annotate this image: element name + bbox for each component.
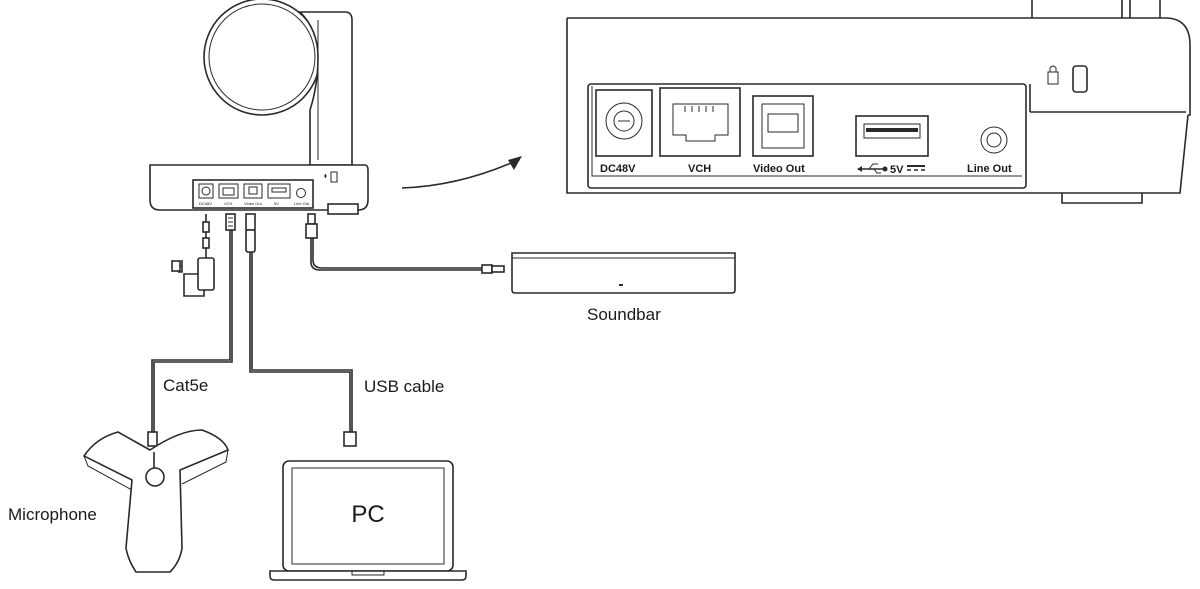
soundbar-icon [511, 252, 736, 294]
port-label-video-out: Video Out [753, 163, 805, 175]
power-adapter-icon [171, 214, 215, 297]
usb-icon [857, 163, 888, 174]
label-usb-cable: USB cable [364, 377, 444, 396]
port-label-vch: VCH [688, 163, 711, 175]
small-label-video-out: Video Out [244, 201, 263, 206]
usb-cable [245, 213, 357, 447]
small-label-vch: VCH [224, 201, 233, 206]
small-label-dc48v: DC48V [199, 201, 212, 206]
port-label-dc48v: DC48V [600, 163, 636, 175]
laptop-icon [269, 460, 467, 581]
small-label-line-out: Line Out [294, 201, 310, 206]
label-cat5e: Cat5e [163, 376, 208, 395]
cat5e-cable [147, 213, 236, 447]
line-out-cable [305, 213, 505, 274]
label-pc: PC [351, 501, 384, 528]
microphone-icon [82, 429, 229, 573]
small-label-usb-5v: 5V [274, 201, 279, 206]
port-label-line-out: Line Out [967, 163, 1012, 175]
camera-rear-panel-zoom [566, 0, 1191, 204]
label-soundbar: Soundbar [587, 305, 661, 324]
arrow-icon [401, 156, 522, 189]
port-label-usb-5v: 5V [890, 164, 904, 176]
label-microphone: Microphone [8, 505, 97, 524]
camera-icon [149, 0, 369, 215]
